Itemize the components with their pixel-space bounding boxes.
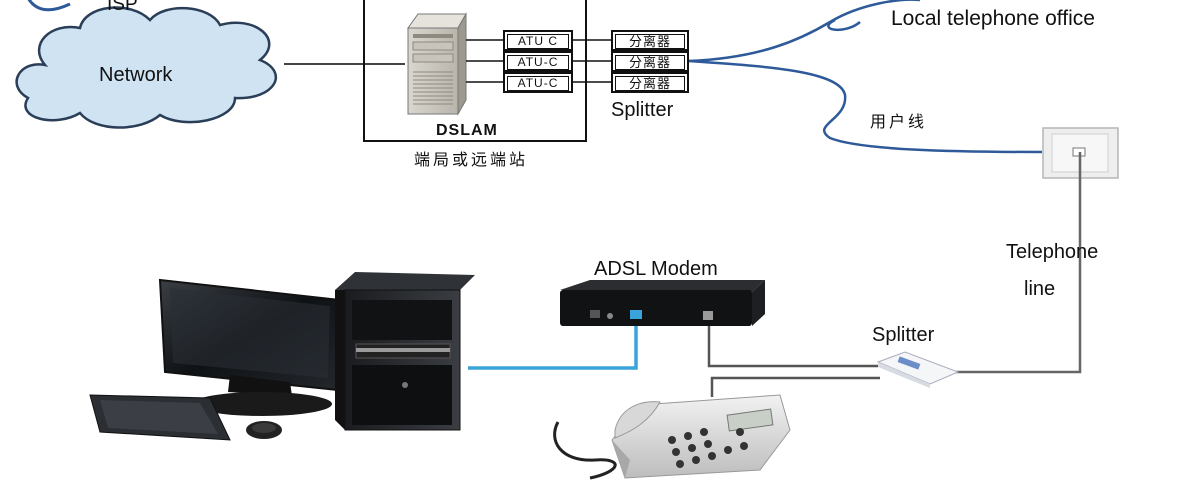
cloud-icon [15,6,278,129]
telephone-line-label-2: line [1024,278,1056,300]
dslam-box [363,0,587,142]
telephone-icon [553,394,791,480]
phone-splitter-wire [710,376,880,397]
splitter-top-label: Splitter [611,99,674,121]
user-line-label: 用户线 [870,114,928,131]
local-office-label: Local telephone office [891,7,1095,30]
dslam-label: DSLAM [436,122,498,139]
telephone-line-wire [956,152,1082,374]
site-label: 端局或远端站 [414,152,529,169]
user-wire [688,59,1043,154]
adsl-modem-label: ADSL Modem [594,258,718,280]
splitter-bottom-label: Splitter [872,324,935,346]
office-wire [688,0,920,63]
atu-c-port-1: ATU C [503,30,573,51]
atu-c-port-3: ATU-C [503,72,573,93]
splitter-port-1: 分离器 [611,30,689,51]
server-icon [407,12,467,116]
isp-label: ISP [107,0,138,15]
modem-icon [560,280,765,326]
splitter-port-3: 分离器 [611,72,689,93]
telephone-line-label-1: Telephone [1006,241,1099,263]
computer-icon [89,272,475,441]
isp-wire [27,0,71,12]
office-wire-curl [827,18,861,32]
network-label: Network [99,64,173,86]
modem-splitter-wire [707,320,878,368]
splitter-port-2: 分离器 [611,51,689,72]
ethernet-cable [468,320,638,370]
atu-c-port-2: ATU-C [503,51,573,72]
splitter-icon [876,351,960,388]
